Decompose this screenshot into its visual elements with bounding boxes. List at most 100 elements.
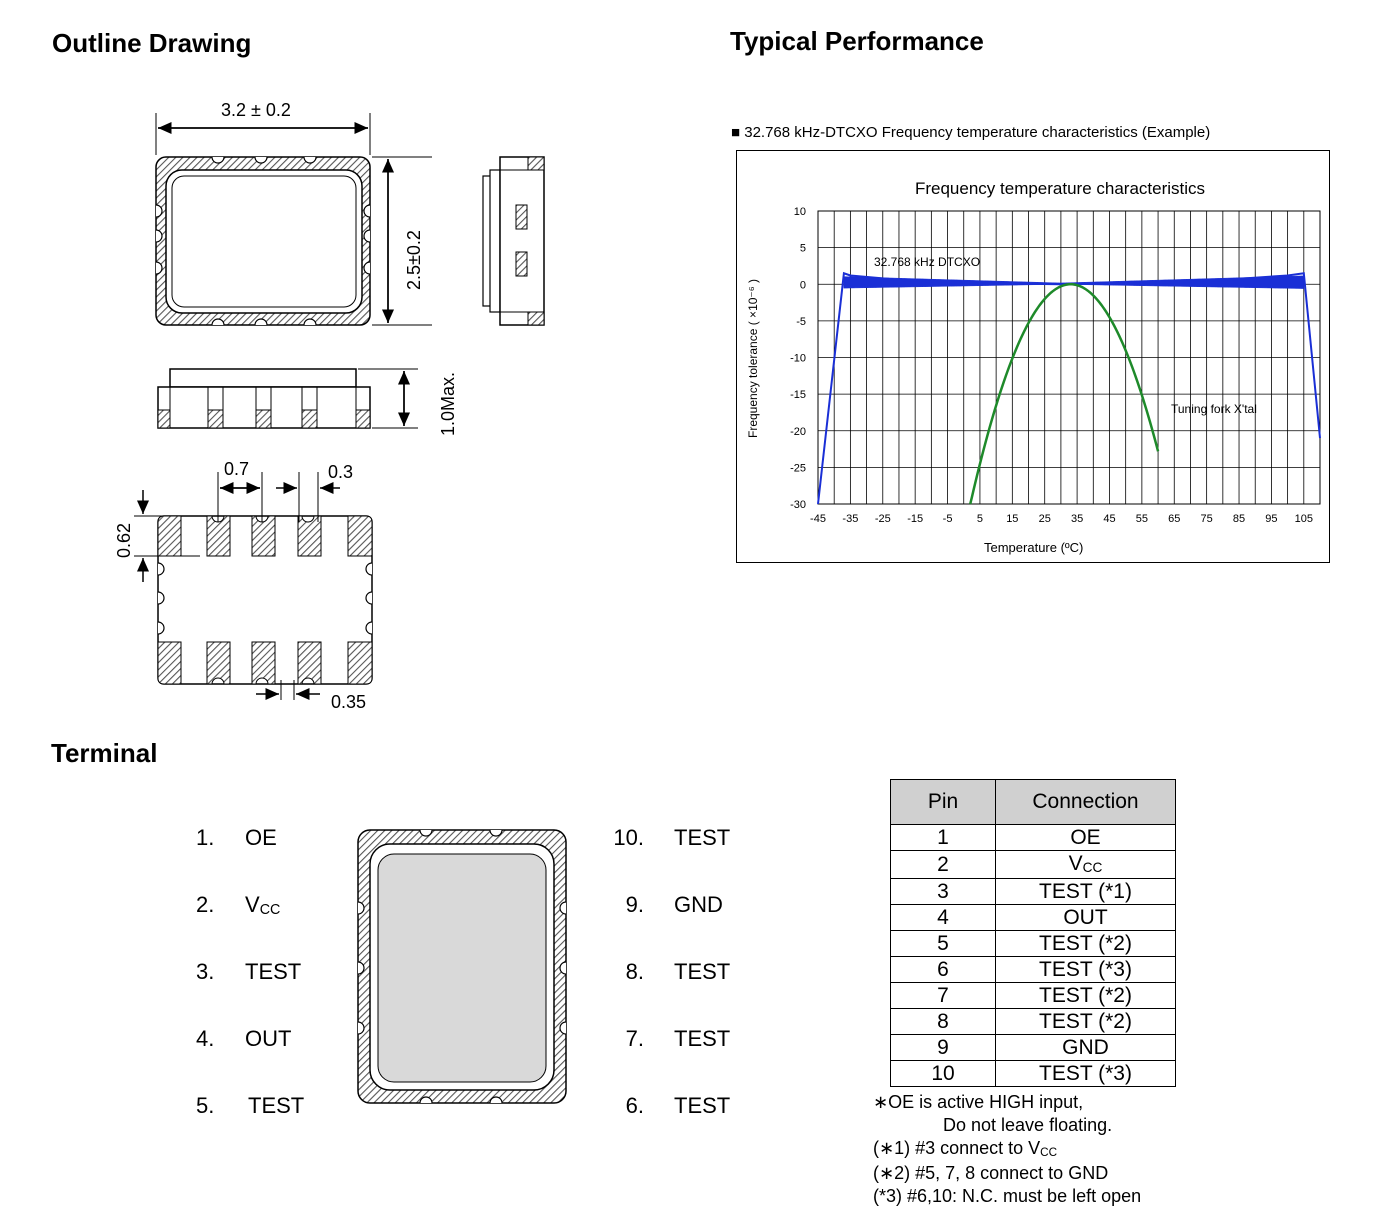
dim-pad-width: 0.7: [224, 459, 250, 479]
x-tick-label: -25: [875, 513, 891, 525]
terminal-pin-label: TEST: [674, 1093, 731, 1118]
pin-cell: 8: [890, 1008, 996, 1035]
terminal-pin-number: 7.: [625, 1026, 644, 1051]
x-tick-label: 15: [1006, 513, 1018, 525]
x-tick-label: 95: [1265, 513, 1277, 525]
chart-caption: ■ 32.768 kHz-DTCXO Frequency temperature…: [731, 124, 1211, 141]
connection-cell: TEST (*3): [995, 1060, 1176, 1087]
dim-width: 3.2 ± 0.2: [221, 100, 291, 120]
y-tick-label: 10: [794, 206, 806, 218]
connection-cell: OUT: [995, 904, 1176, 931]
x-tick-label: 55: [1136, 513, 1148, 525]
terminal-pin-label: OE: [245, 825, 277, 850]
x-tick-label: -5: [943, 513, 953, 525]
dim-notch: 0.35: [331, 692, 367, 712]
x-tick-label: 35: [1071, 513, 1083, 525]
pin-cell: 6: [890, 956, 996, 983]
terminal-pin-number: 9.: [625, 892, 644, 917]
x-tick-label: -35: [842, 513, 858, 525]
pin-cell: 1: [890, 824, 996, 851]
x-tick-label: -45: [810, 513, 826, 525]
connection-cell: TEST (*3): [995, 956, 1176, 983]
series-label-xtal: Tuning fork X'tal: [1171, 402, 1257, 416]
chart-title: Frequency temperature characteristics: [914, 179, 1206, 198]
pin-cell: 9: [890, 1034, 996, 1061]
top-view: [155, 113, 432, 326]
terminal-pin-label: TEST: [674, 825, 731, 850]
dim-pad-height: 0.62: [114, 522, 134, 558]
pin-header: Pin: [890, 779, 996, 825]
chart-ylabel: Frequency tolerance ( ×10⁻⁶ ): [746, 278, 760, 438]
series-label-dtcxo: 32.768 kHz DTCXO: [874, 255, 981, 269]
pin-cell: 7: [890, 982, 996, 1009]
terminal-pin-number: 10.: [613, 825, 644, 850]
dim-pad-gap: 0.3: [328, 462, 354, 482]
y-tick-label: 0: [800, 279, 806, 291]
terminal-pin-label: TEST: [248, 1093, 305, 1118]
terminal-pin-number: 1.: [196, 825, 215, 850]
xtal-line: [969, 282, 1160, 505]
plot-area: [817, 210, 1321, 505]
note-3: (*3) #6,10: N.C. must be left open: [873, 1186, 1142, 1206]
note-oe: ∗OE is active HIGH input,: [873, 1092, 1084, 1112]
x-tick-label: 25: [1039, 513, 1051, 525]
dtcxo-band: [843, 275, 1305, 289]
note-1: (∗1) #3 connect to VCC: [873, 1138, 1058, 1159]
terminal-pin-label: TEST: [245, 959, 302, 984]
y-tick-label: -15: [790, 389, 806, 401]
terminal-pin-number: 2.: [196, 892, 215, 917]
connection-cell: TEST (*2): [995, 982, 1176, 1009]
terminal-pin-number: 5.: [196, 1093, 215, 1118]
connection-cell: VCC: [995, 850, 1176, 879]
terminal-pin-number: 3.: [196, 959, 215, 984]
x-tick-label: 75: [1201, 513, 1213, 525]
side-view-front: [157, 368, 418, 429]
y-tick-label: -10: [790, 353, 806, 365]
terminal-pin-label: TEST: [674, 959, 731, 984]
dtcxo-line: [817, 271, 1321, 505]
x-tick-label: -15: [907, 513, 923, 525]
pin-cell: 2: [890, 850, 996, 879]
terminal-pin-label: GND: [674, 892, 723, 917]
x-tick-label: 5: [977, 513, 983, 525]
terminal-heading: Terminal: [51, 738, 158, 768]
y-tick-label: 5: [800, 243, 806, 255]
connection-cell: OE: [995, 824, 1176, 851]
chart-frame: [736, 150, 1330, 563]
bottom-view: [134, 472, 373, 700]
performance-heading: Typical Performance: [730, 26, 984, 56]
connection-cell: TEST (*2): [995, 930, 1176, 957]
y-tick-label: -5: [796, 316, 806, 328]
x-tick-label: 65: [1168, 513, 1180, 525]
y-tick-label: -25: [790, 462, 806, 474]
x-tick-label: 45: [1103, 513, 1115, 525]
outline-heading: Outline Drawing: [52, 28, 252, 58]
terminal-pin-label: OUT: [245, 1026, 292, 1051]
terminal-pin-label: VCC: [245, 892, 281, 919]
note-2: (∗2) #5, 7, 8 connect to GND: [873, 1163, 1109, 1183]
pin-cell: 5: [890, 930, 996, 957]
outline-drawing: [134, 113, 545, 700]
pin-notes: ∗OE is active HIGH input, Do not leave f…: [873, 1091, 1141, 1208]
y-tick-label: -20: [790, 426, 806, 438]
pin-cell: 3: [890, 878, 996, 905]
pin-cell: 4: [890, 904, 996, 931]
terminal-package-top-view: [357, 829, 567, 1104]
side-view-right: [482, 156, 545, 326]
dim-thickness: 1.0Max.: [438, 371, 458, 436]
pin-cell: 10: [890, 1060, 996, 1087]
terminal-pin-number: 8.: [625, 959, 644, 984]
connection-cell: TEST (*2): [995, 1008, 1176, 1035]
